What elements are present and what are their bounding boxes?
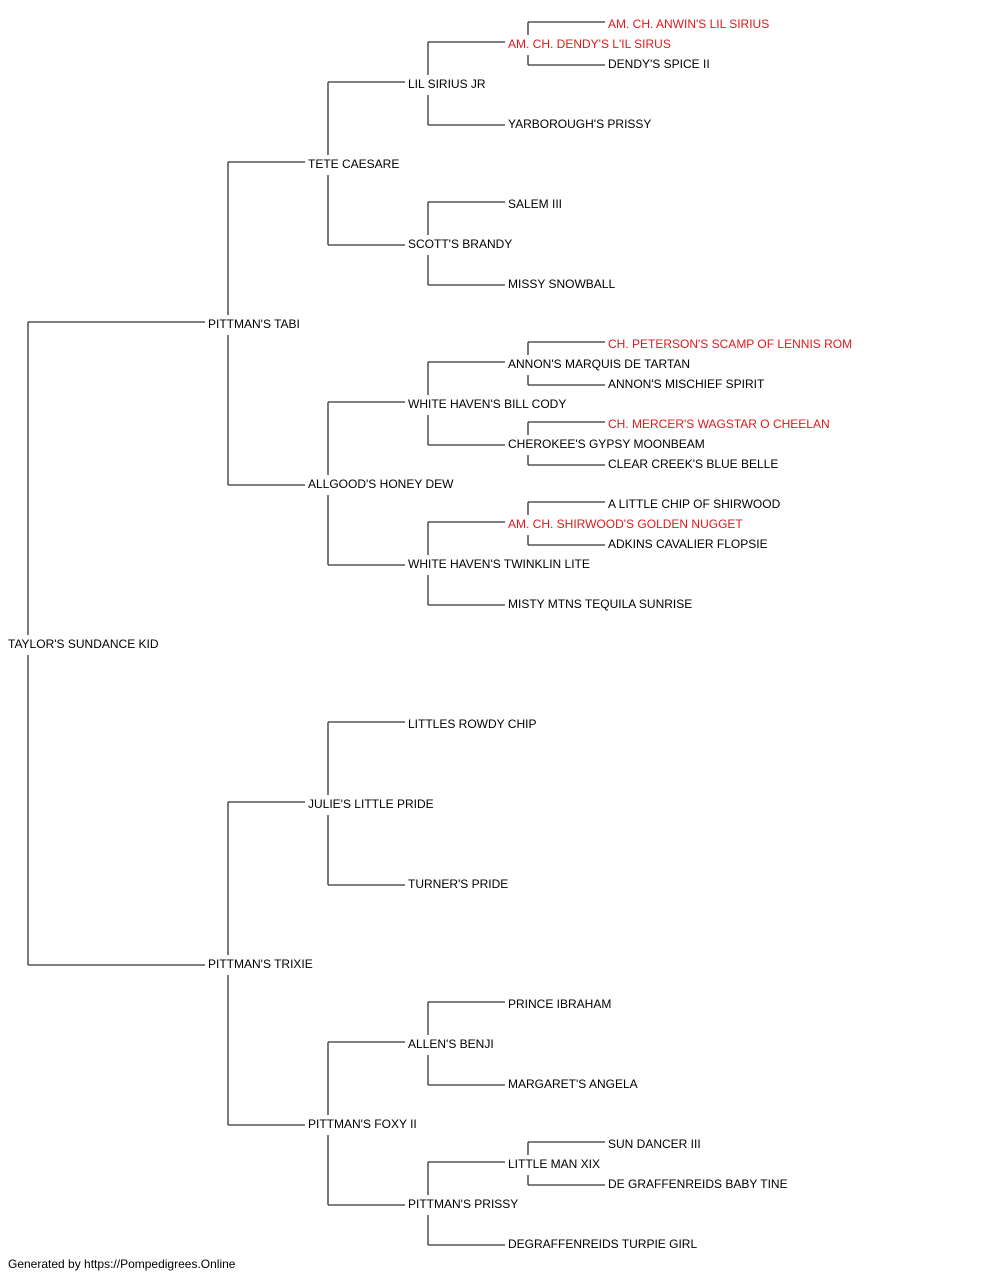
dog-name-grandparent: TETE CAESARE (308, 157, 400, 171)
dog-name-gen4: DEGRAFFENREIDS TURPIE GIRL (508, 1237, 698, 1251)
dog-name-gen4: ANNON'S MARQUIS DE TARTAN (508, 357, 691, 371)
dog-name-gen4: PRINCE IBRAHAM (508, 997, 612, 1011)
dog-name-gen3: TURNER'S PRIDE (408, 877, 509, 891)
dog-name-gen5-champion: AM. CH. ANWIN'S LIL SIRIUS (608, 17, 770, 31)
dog-name-grandparent: ALLGOOD'S HONEY DEW (308, 477, 454, 491)
dog-name-gen4-champion: AM. CH. DENDY'S L'IL SIRUS (508, 37, 671, 51)
dog-name-gen3: WHITE HAVEN'S TWINKLIN LITE (408, 557, 590, 571)
dog-name-grandparent: JULIE'S LITTLE PRIDE (308, 797, 434, 811)
dog-name-gen5: CLEAR CREEK'S BLUE BELLE (608, 457, 779, 471)
dog-name-gen5: ANNON'S MISCHIEF SPIRIT (608, 377, 765, 391)
dog-name-gen5-champion: CH. MERCER'S WAGSTAR O CHEELAN (608, 417, 830, 431)
dog-name-root: TAYLOR'S SUNDANCE KID (8, 637, 159, 651)
dog-name-gen4: MISSY SNOWBALL (508, 277, 616, 291)
dog-name-gen5-champion: CH. PETERSON'S SCAMP OF LENNIS ROM (608, 337, 853, 351)
dog-name-gen3: LITTLES ROWDY CHIP (408, 717, 537, 731)
dog-name-gen4: MISTY MTNS TEQUILA SUNRISE (508, 597, 693, 611)
dog-name-gen3: WHITE HAVEN'S BILL CODY (408, 397, 567, 411)
dog-name-gen4: CHEROKEE'S GYPSY MOONBEAM (508, 437, 705, 451)
dog-name-gen4: SALEM III (508, 197, 563, 211)
dog-name-gen5: DENDY'S SPICE II (608, 57, 710, 71)
dog-name-gen3: ALLEN'S BENJI (408, 1037, 494, 1051)
dog-name-gen3: PITTMAN'S PRISSY (408, 1197, 519, 1211)
generated-by-footer: Generated by https://Pompedigrees.Online (8, 1257, 236, 1271)
dog-name-gen5: SUN DANCER III (608, 1137, 701, 1151)
dog-name-gen4: YARBOROUGH'S PRISSY (508, 117, 652, 131)
dog-name-dam: PITTMAN'S TRIXIE (208, 957, 313, 971)
dog-name-sire: PITTMAN'S TABI (208, 317, 300, 331)
dog-name-gen5: A LITTLE CHIP OF SHIRWOOD (608, 497, 781, 511)
dog-name-gen5: DE GRAFFENREIDS BABY TINE (608, 1177, 788, 1191)
dog-name-gen3: SCOTT'S BRANDY (408, 237, 513, 251)
dog-name-gen3: LIL SIRIUS JR (408, 77, 486, 91)
dog-name-gen4: MARGARET'S ANGELA (508, 1077, 638, 1091)
dog-name-gen4-champion: AM. CH. SHIRWOOD'S GOLDEN NUGGET (508, 517, 743, 531)
dog-name-grandparent: PITTMAN'S FOXY II (308, 1117, 417, 1131)
dog-name-gen5: ADKINS CAVALIER FLOPSIE (608, 537, 768, 551)
dog-name-gen4: LITTLE MAN XIX (508, 1157, 601, 1171)
